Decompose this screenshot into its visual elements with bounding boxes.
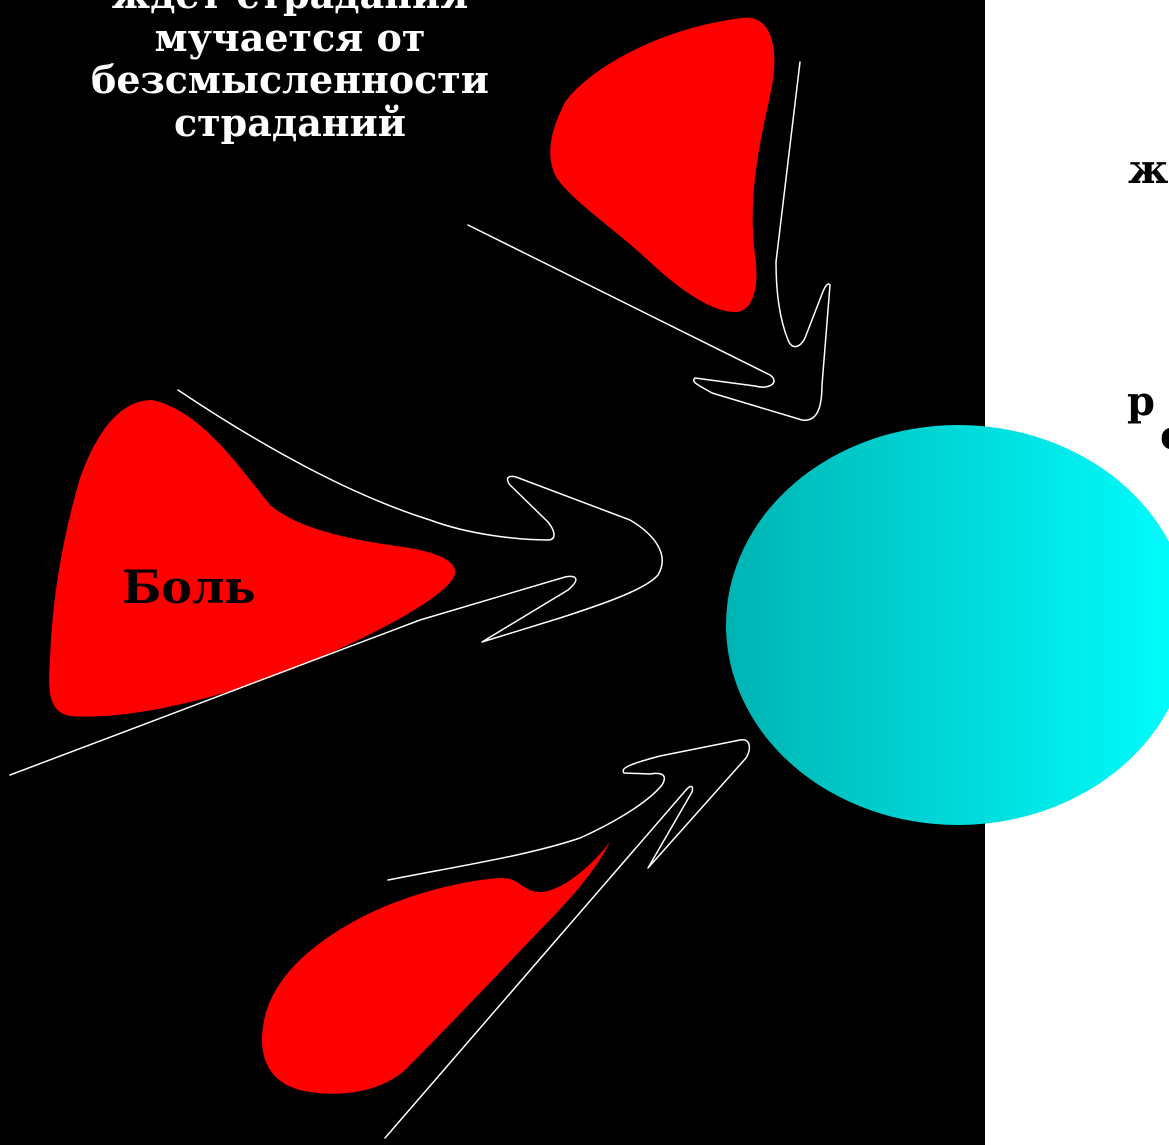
red-blob-pain	[49, 400, 455, 717]
top-caption: ждет страдания мучается от безсмысленнос…	[90, 0, 490, 144]
top-caption-line-2: безсмысленности	[90, 59, 490, 102]
pain-label: Боль	[122, 562, 256, 614]
right-text-fragment-3: с	[1160, 414, 1169, 459]
top-caption-line-3: страданий	[90, 102, 490, 145]
red-blob-bottom	[262, 842, 610, 1094]
red-blob-top	[550, 18, 774, 312]
right-text-fragment-1: ж	[1128, 148, 1168, 193]
top-caption-line-1: мучается от	[90, 17, 490, 60]
central-sphere	[726, 425, 1169, 825]
right-text-fragment-2: р	[1127, 380, 1155, 425]
